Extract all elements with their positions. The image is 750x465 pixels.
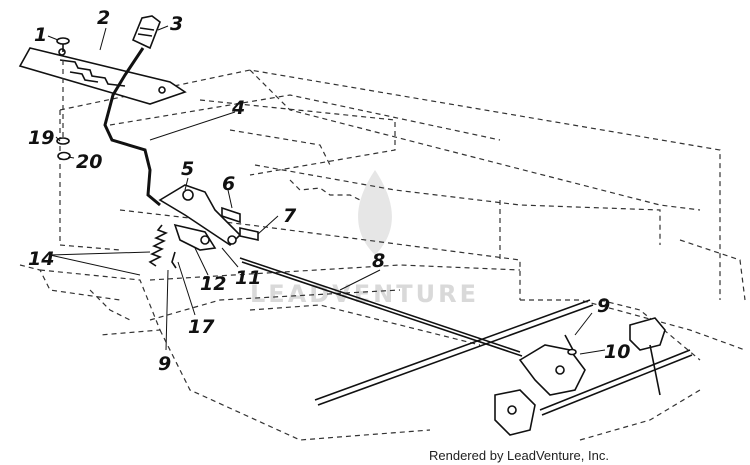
shift-plate [18, 47, 187, 105]
clip [171, 251, 177, 269]
callout-5: 5 [181, 158, 194, 180]
watermark-flame-icon [358, 170, 392, 255]
shift-lever [103, 15, 161, 207]
leader-lines [47, 25, 606, 355]
callout-9-lower: 9 [158, 353, 171, 375]
callout-3: 3 [170, 13, 183, 35]
callout-1: 1 [34, 24, 47, 46]
callout-7: 7 [283, 205, 297, 227]
callout-19: 19 [28, 127, 54, 149]
bolts [221, 206, 259, 241]
screw [56, 37, 70, 52]
tractor-frame-outline [19, 69, 746, 441]
callout-12: 12 [200, 273, 226, 295]
callout-labels: 1 2 3 4 5 6 7 8 9 9 10 11 12 14 17 19 20 [28, 7, 630, 375]
callout-20: 20 [76, 151, 102, 173]
callout-10: 10 [604, 341, 630, 363]
rear-shift-arm [494, 317, 693, 436]
callout-4: 4 [231, 97, 245, 119]
shift-rod [239, 257, 594, 406]
credit-text: Rendered by LeadVenture, Inc. [429, 448, 609, 463]
callout-6: 6 [222, 173, 235, 195]
callout-17: 17 [188, 316, 215, 338]
callout-9-right: 9 [597, 295, 610, 317]
washer-and-nut [56, 60, 71, 161]
callout-11: 11 [235, 267, 261, 289]
callout-2: 2 [97, 7, 110, 29]
callout-14: 14 [28, 248, 54, 270]
watermark: LEADVENTURE [250, 170, 476, 308]
callout-8: 8 [372, 250, 385, 272]
spring [148, 224, 168, 267]
